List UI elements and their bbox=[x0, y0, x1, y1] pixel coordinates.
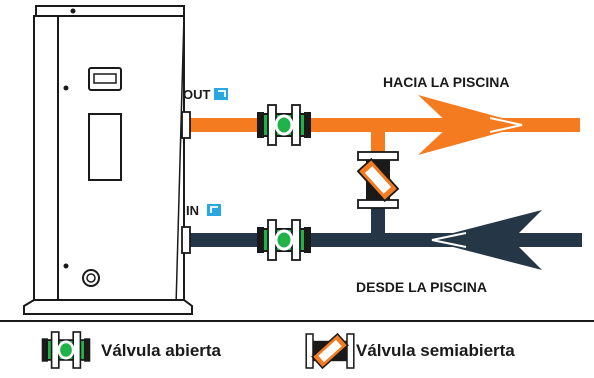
to-pool-label: HACIA LA PISCINA bbox=[383, 74, 510, 90]
legend-half-open-label: Válvula semiabierta bbox=[356, 341, 515, 360]
flow-arrow-icon bbox=[418, 95, 528, 155]
legend: Válvula abierta Válvula semiabierta bbox=[41, 331, 515, 370]
out-label: OUT bbox=[183, 87, 211, 102]
return-arrow-icon bbox=[426, 210, 542, 270]
out-badge-icon bbox=[214, 88, 228, 100]
from-pool-label: DESDE LA PISCINA bbox=[356, 279, 487, 295]
open-valve-icon bbox=[41, 331, 91, 369]
in-label: IN bbox=[186, 203, 199, 218]
in-badge-icon bbox=[207, 204, 221, 216]
legend-open-label: Válvula abierta bbox=[101, 341, 222, 360]
bypass-half-open-valve[interactable] bbox=[357, 151, 399, 209]
return-arrow-highlight bbox=[431, 232, 467, 248]
out-open-valve[interactable] bbox=[255, 103, 313, 147]
half-open-valve-icon bbox=[305, 332, 355, 370]
in-open-valve[interactable] bbox=[255, 218, 313, 262]
flow-arrow-highlight bbox=[489, 117, 523, 133]
heat-pump-unit bbox=[23, 5, 193, 315]
